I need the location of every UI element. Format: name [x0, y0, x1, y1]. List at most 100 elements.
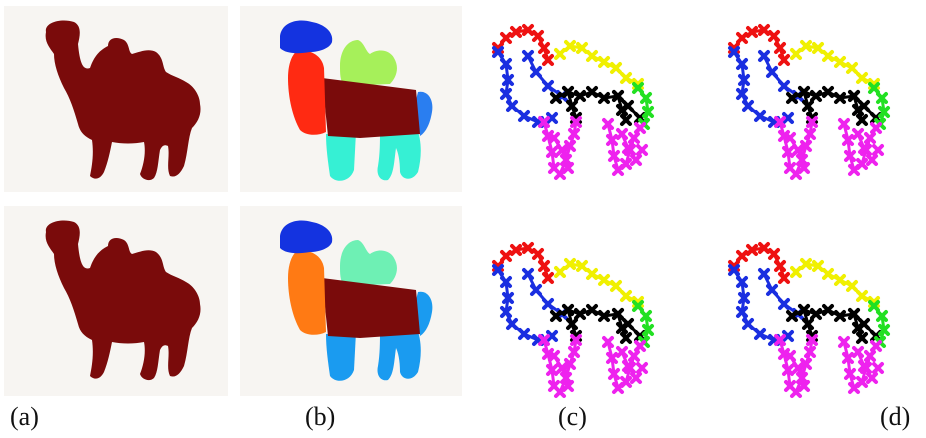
segment-humps — [340, 40, 397, 86]
skeleton-node-marker — [522, 242, 534, 254]
skeleton-node-marker — [556, 362, 568, 374]
skeleton-node-marker — [620, 72, 632, 84]
skeleton-node-marker — [866, 154, 878, 166]
skeleton-node-marker — [642, 106, 654, 118]
skeleton-node-marker — [612, 90, 624, 102]
camel-body-shape — [45, 20, 201, 181]
skeleton-node-marker — [586, 304, 598, 316]
skeleton-node-marker — [738, 292, 750, 304]
skeleton-node-marker — [838, 118, 850, 130]
skeleton-node-marker — [620, 332, 632, 344]
segment-body — [322, 278, 420, 338]
skeleton-node-marker — [838, 336, 850, 348]
skeleton-node-marker — [606, 352, 618, 364]
skeleton-node-marker — [564, 358, 576, 370]
skeleton-node-marker — [632, 300, 644, 312]
skeleton-node-marker — [586, 50, 598, 62]
skeleton-node-marker — [834, 274, 846, 286]
skeleton-node-marker — [546, 330, 558, 342]
skeleton-node-marker — [500, 250, 512, 262]
segment-front-legs — [326, 332, 356, 381]
skeleton-node-marker — [506, 318, 518, 330]
skeleton-node-marker — [802, 318, 814, 330]
segment-hind-legs — [377, 126, 421, 181]
segment-body — [322, 78, 420, 138]
segment-hind-legs — [377, 326, 421, 381]
skeleton-node-marker — [798, 86, 810, 98]
skeleton-node-marker — [532, 248, 544, 260]
skeleton-node-marker — [630, 372, 642, 384]
skeleton-node-marker — [798, 304, 810, 316]
skeleton-node-marker — [872, 362, 884, 374]
skeleton-node-marker — [746, 244, 758, 256]
label-a: (a) — [10, 402, 39, 431]
skeleton-node-marker — [876, 92, 888, 104]
skeleton-node-marker — [758, 24, 770, 36]
segment-humps — [340, 240, 397, 286]
skeleton-node-marker — [864, 350, 876, 362]
skeleton-node-marker — [602, 118, 614, 130]
skeleton-node-marker — [768, 30, 780, 42]
skeleton-node-marker — [586, 86, 598, 98]
segment-front-legs — [326, 132, 356, 181]
skeleton-node-marker — [848, 308, 860, 320]
skeleton-node-marker — [636, 362, 648, 374]
skeleton-node-marker — [754, 110, 766, 122]
skeleton-node-marker — [834, 310, 846, 322]
skeleton-node-marker — [622, 142, 634, 154]
skeleton-node-marker — [848, 90, 860, 102]
skeleton-node-marker — [570, 334, 582, 346]
skeleton-node-marker — [608, 150, 620, 162]
skeleton-node-marker — [822, 50, 834, 62]
skeleton-node-marker — [608, 368, 620, 380]
skeleton-node-marker — [530, 284, 542, 296]
skeleton-node-marker — [598, 310, 610, 322]
skeleton-node-marker — [758, 268, 770, 280]
segment-head — [280, 20, 333, 54]
skeleton-node-marker — [502, 292, 514, 304]
skeleton-node-marker — [728, 264, 740, 276]
skeleton-node-marker — [812, 260, 824, 272]
skeleton-node-marker — [542, 298, 554, 310]
skeleton-node-marker — [844, 150, 856, 162]
skeleton-node-marker — [856, 332, 868, 344]
camel-segmentation-bottom — [280, 220, 433, 381]
skeleton-node-marker — [834, 92, 846, 104]
skeleton-node-marker — [554, 266, 566, 278]
skeleton-node-marker — [506, 100, 518, 112]
skeleton-node-marker — [642, 324, 654, 336]
skeleton-node-marker — [800, 140, 812, 152]
camel-skeleton-top — [728, 24, 890, 180]
skeleton-node-marker — [616, 346, 628, 358]
label-d: (d) — [880, 402, 911, 431]
skeleton-node-marker — [806, 116, 818, 128]
camel-skeleton-bottom — [728, 242, 890, 398]
skeleton-node-marker — [602, 336, 614, 348]
skeleton-node-marker — [774, 42, 786, 54]
skeleton-node-marker — [532, 30, 544, 42]
skeleton-node-marker — [876, 310, 888, 322]
skeleton-node-marker — [766, 66, 778, 78]
skeleton-node-marker — [856, 290, 868, 302]
skeleton-node-marker — [784, 350, 796, 362]
skeleton-neck-back-chain — [526, 55, 563, 98]
skeleton-node-marker — [786, 310, 798, 322]
skeleton-node-marker — [640, 92, 652, 104]
skeleton-node-marker — [852, 128, 864, 140]
skeleton-node-marker — [736, 88, 748, 100]
skeleton-node-marker — [562, 380, 574, 392]
skeleton-node-marker — [856, 158, 868, 170]
skeleton-node-marker — [510, 244, 522, 256]
skeleton-node-marker — [782, 330, 794, 342]
skeleton-node-marker — [858, 142, 870, 154]
skeleton-node-marker — [742, 318, 754, 330]
skeleton-node-marker — [566, 318, 578, 330]
skeleton-node-marker — [522, 50, 534, 62]
skeleton-node-marker — [556, 144, 568, 156]
skeleton-node-marker — [522, 24, 534, 36]
skeleton-node-marker — [782, 364, 794, 376]
skeleton-node-marker — [864, 132, 876, 144]
skeleton-node-marker — [766, 284, 778, 296]
skeleton-node-marker — [822, 304, 834, 316]
segment-neck — [288, 250, 326, 335]
